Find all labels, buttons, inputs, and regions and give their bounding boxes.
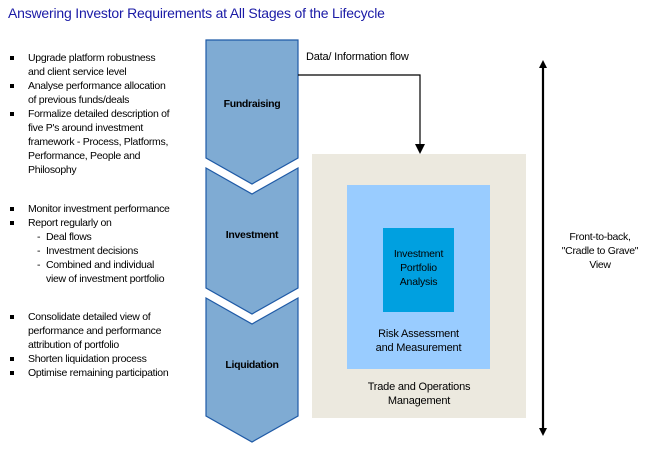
fundraising-chevron bbox=[205, 39, 299, 185]
requirement-item: Shorten liquidation process bbox=[8, 352, 168, 366]
requirement-item: Optimise remaining participation bbox=[8, 366, 169, 380]
requirement-item: Consolidate detailed view of bbox=[8, 310, 168, 324]
liquidation-chevron bbox=[205, 296, 299, 443]
requirement-item: Performance, People and bbox=[28, 150, 141, 162]
requirement-item: framework - Process, Platforms, bbox=[28, 136, 169, 148]
page-title: Answering Investor Requirements at All S… bbox=[8, 5, 385, 21]
stage-label-liquidation: Liquidation bbox=[225, 359, 279, 371]
requirement-item: five P's around investment bbox=[28, 122, 144, 134]
risk-line: Risk Assessment bbox=[378, 328, 459, 340]
risk-box-text: Risk Assessment and Measurement bbox=[347, 327, 490, 355]
analysis-box-text: Investment Portfolio Analysis bbox=[383, 247, 454, 289]
arrow-down-icon bbox=[539, 428, 547, 436]
investment-portfolio-analysis-box bbox=[383, 228, 454, 312]
requirement-item: Monitor investment performance bbox=[8, 202, 170, 216]
requirement-item: performance and performance bbox=[28, 325, 162, 337]
requirement-item: view of investment portfolio bbox=[46, 273, 165, 285]
requirement-item: Deal flows bbox=[8, 230, 170, 244]
requirement-item: and client service level bbox=[28, 66, 127, 78]
risk-line: and Measurement bbox=[375, 342, 462, 354]
stage-label-fundraising: Fundraising bbox=[223, 98, 281, 110]
front-to-back-label: Front-to-back, "Cradle to Grave" View bbox=[552, 230, 648, 272]
requirement-item: Formalize detailed description of bbox=[8, 107, 170, 121]
stage-label-investment: Investment bbox=[225, 229, 279, 241]
data-flow-arrowhead-icon bbox=[415, 144, 425, 154]
trade-line: Trade and Operations bbox=[367, 381, 471, 393]
requirement-item: Investment decisions bbox=[8, 244, 170, 258]
requirement-item: Philosophy bbox=[28, 164, 77, 176]
requirement-item: of previous funds/deals bbox=[28, 94, 130, 106]
investment-chevron bbox=[205, 166, 299, 315]
requirement-item: Upgrade platform robustness bbox=[8, 51, 169, 65]
side-label-line: View bbox=[589, 259, 611, 271]
analysis-line: Analysis bbox=[399, 276, 438, 288]
side-label-line: "Cradle to Grave" bbox=[561, 245, 639, 257]
requirement-item: Analyse performance allocation bbox=[8, 79, 169, 93]
requirement-item: Combined and individual bbox=[8, 258, 170, 272]
arrow-up-icon bbox=[539, 60, 547, 68]
analysis-line: Investment bbox=[393, 248, 444, 260]
data-flow-label: Data/ Information flow bbox=[306, 51, 409, 63]
analysis-line: Portfolio bbox=[400, 262, 437, 274]
trade-line: Management bbox=[387, 395, 451, 407]
side-label-line: Front-to-back, bbox=[569, 231, 631, 243]
data-flow-arrow bbox=[298, 74, 421, 148]
requirement-item: attribution of portfolio bbox=[28, 339, 119, 351]
trade-box-text: Trade and Operations Management bbox=[312, 380, 526, 408]
requirement-item: Report regularly on bbox=[8, 216, 170, 230]
